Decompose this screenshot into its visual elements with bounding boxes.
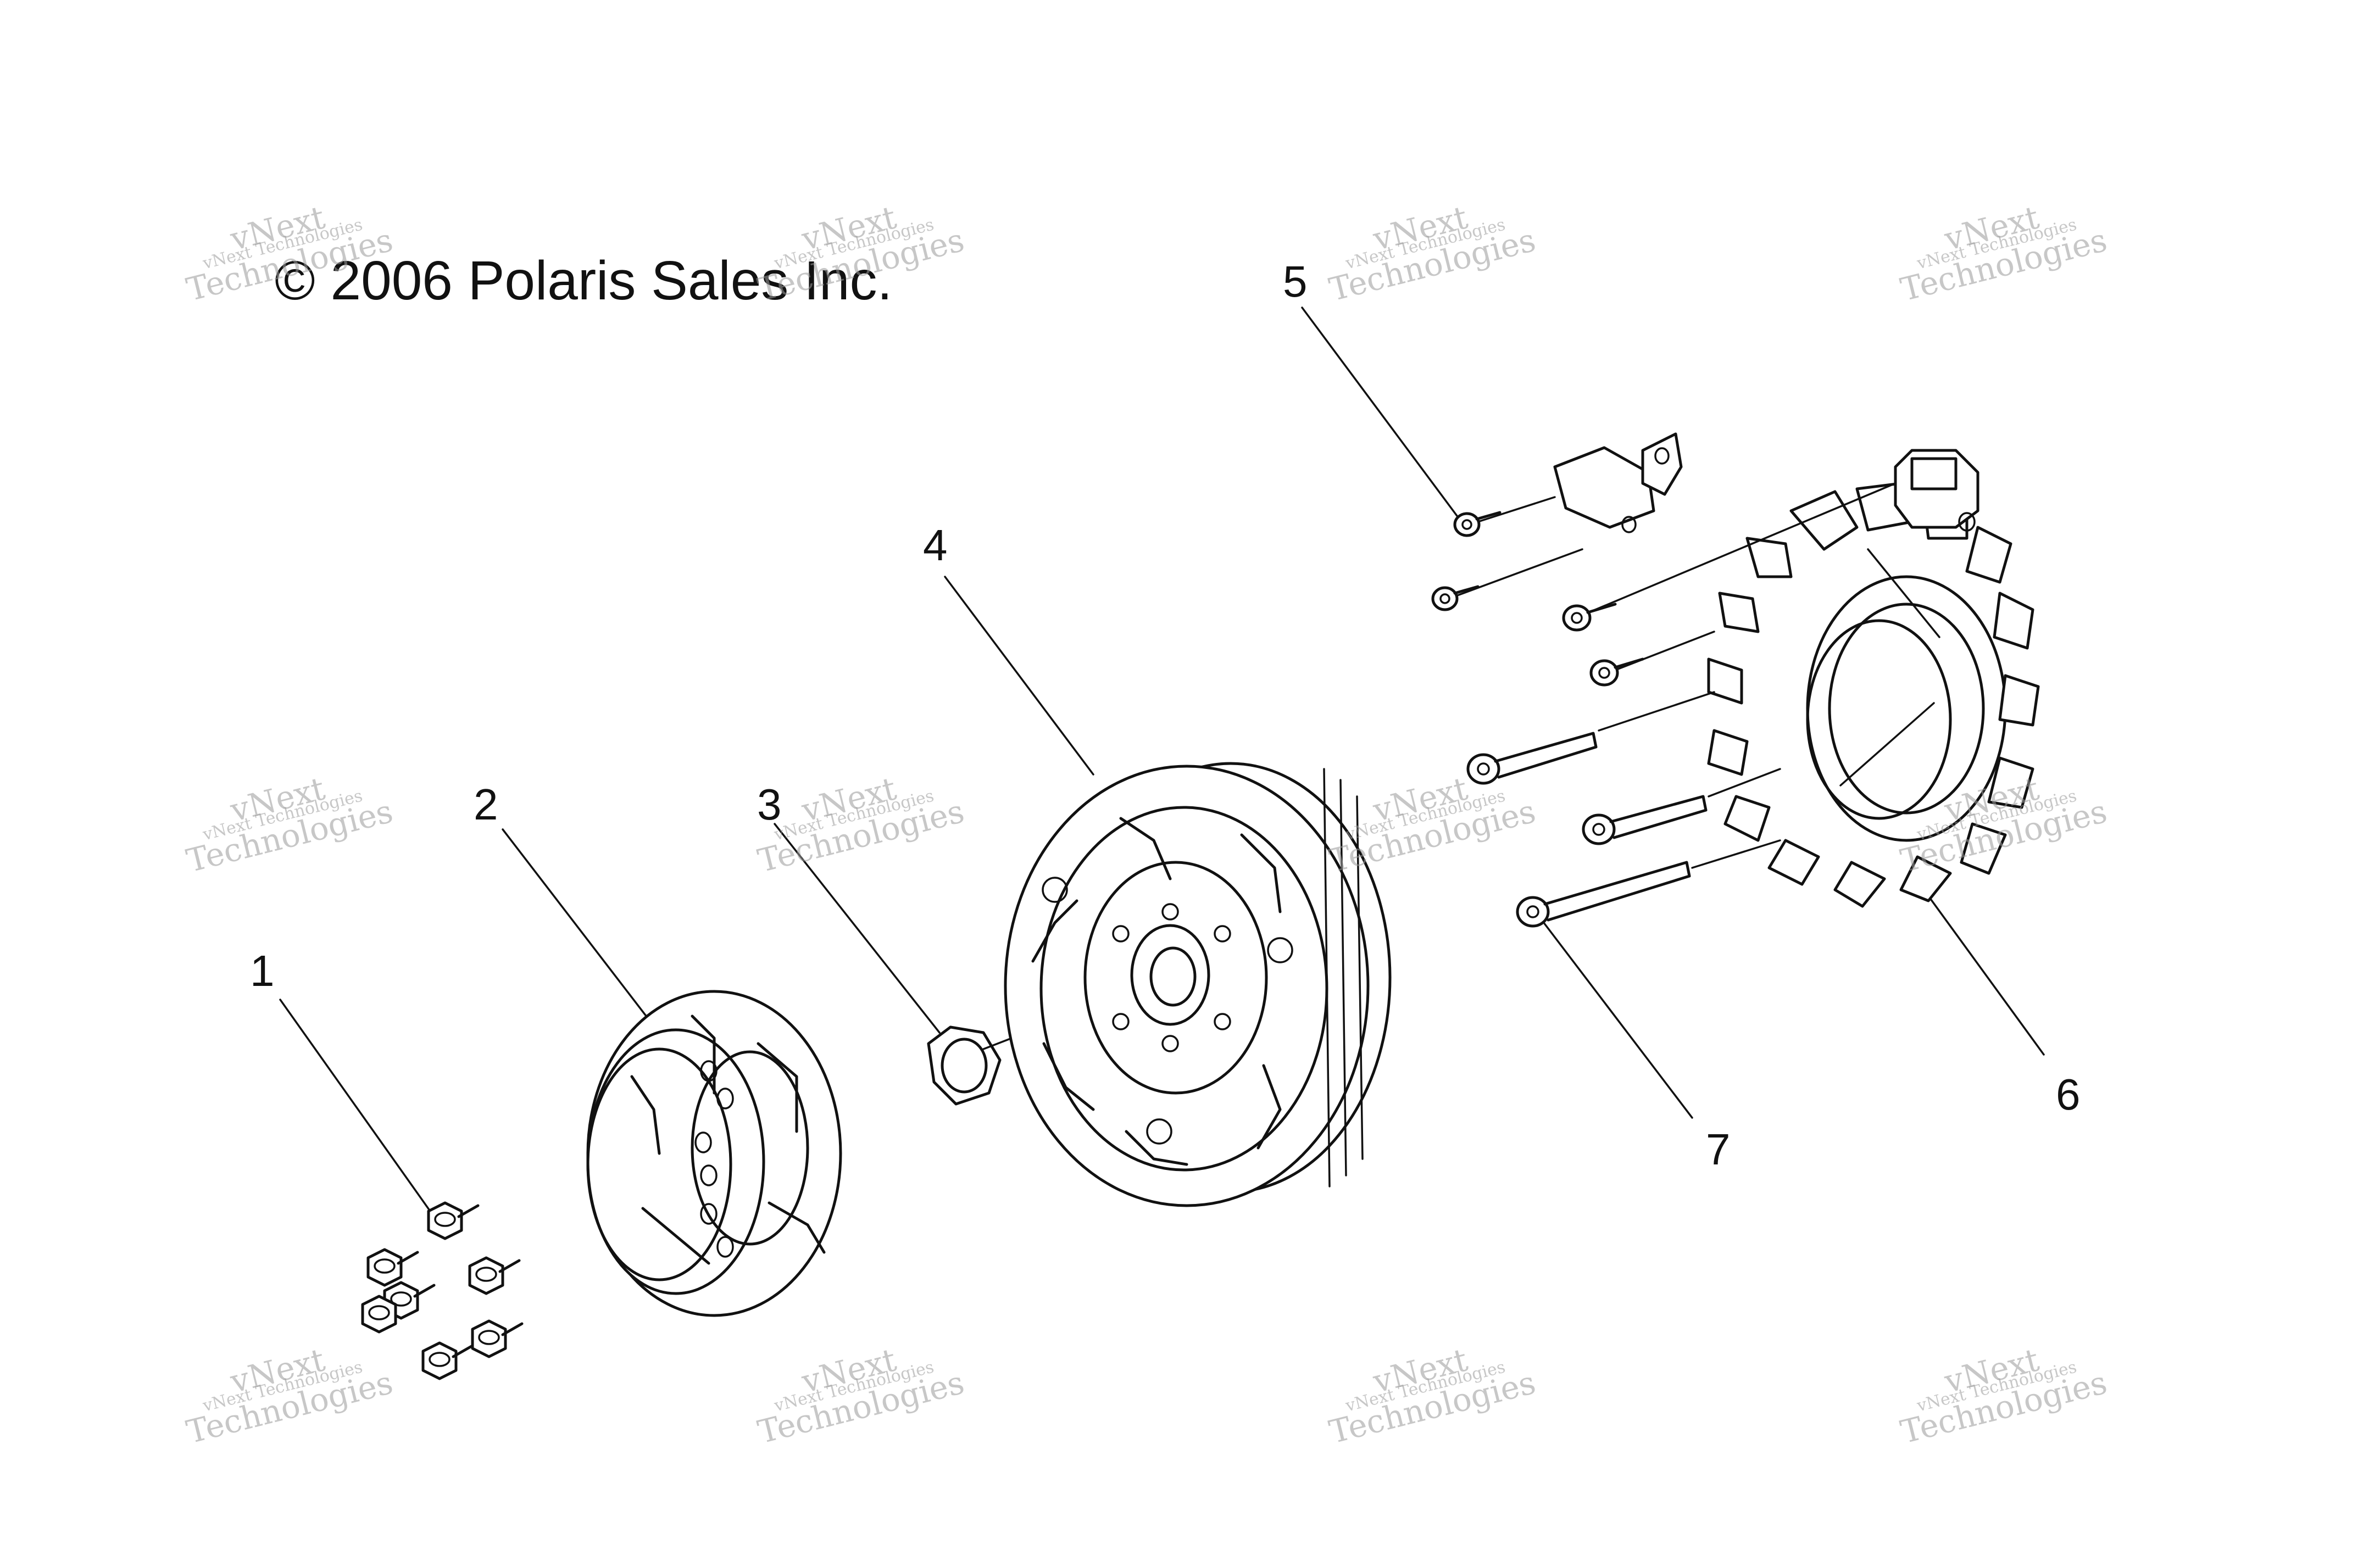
mounting-screws <box>1466 482 1897 928</box>
callout-5: 5 <box>1283 257 1308 306</box>
callout-labels: 1 2 3 4 5 6 7 <box>250 257 2081 1174</box>
callout-3: 3 <box>757 780 782 829</box>
watermark-11: vNext vNext Technologies Technologies <box>1326 1341 1539 1451</box>
part-6-stator <box>1707 449 2040 908</box>
watermark-5: vNext vNext Technologies Technologies <box>183 770 397 879</box>
callout-2: 2 <box>474 780 498 829</box>
part-4-flywheel <box>1004 762 1392 1207</box>
watermark-4: vNext vNext Technologies Technologies <box>1897 198 2111 308</box>
part-2-hub <box>586 990 842 1317</box>
copyright-text: © 2006 Polaris Sales Inc. <box>275 250 892 311</box>
watermark-9: vNext vNext Technologies Technologies <box>183 1341 397 1451</box>
part-5-pickup-sensor <box>1431 432 1683 611</box>
callout-4: 4 <box>923 521 948 570</box>
long-screw-3 <box>1516 861 1691 928</box>
part-1-flange-bolts <box>361 1201 524 1380</box>
long-screw-2 <box>1582 795 1708 845</box>
stator-poles <box>1707 482 2040 908</box>
long-screw-1 <box>1466 732 1598 785</box>
callout-1: 1 <box>250 946 275 995</box>
callout-7: 7 <box>1706 1125 1731 1174</box>
callout-6: 6 <box>2056 1070 2081 1119</box>
watermark-3: vNext vNext Technologies Technologies <box>1326 198 1539 308</box>
watermark-12: vNext vNext Technologies Technologies <box>1897 1341 2111 1451</box>
watermark-10: vNext vNext Technologies Technologies <box>754 1341 968 1451</box>
leader-lines <box>279 306 2045 1218</box>
